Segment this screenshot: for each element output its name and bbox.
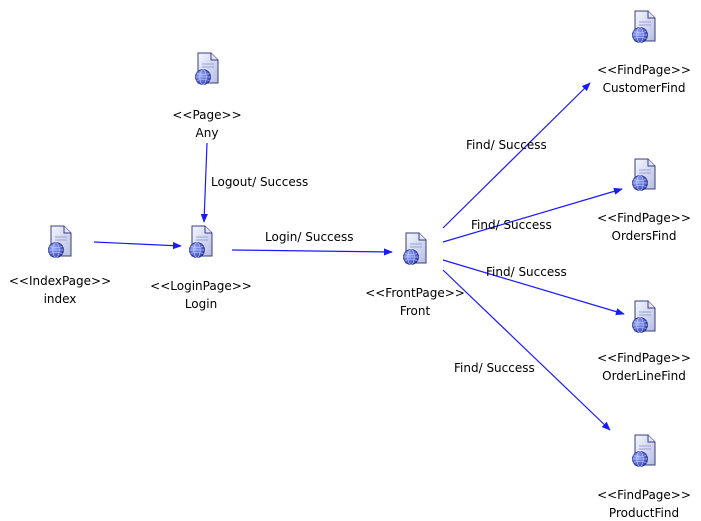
node-name-orderlinefind: OrderLineFind [602,369,686,383]
node-stereotype-customerfind: <<FindPage>> [597,63,691,77]
web-page-globe-icon[interactable] [632,158,656,191]
web-page-globe-icon[interactable] [632,434,656,467]
edge-label-any-login: Logout/ Success [211,175,308,189]
web-page-globe-icon[interactable] [403,232,427,265]
node-name-any: Any [196,126,219,140]
node-name-customerfind: CustomerFind [603,81,686,95]
node-front[interactable]: <<FrontPage>> Front [365,232,465,318]
node-name-front: Front [400,304,431,318]
node-name-productfind: ProductFind [609,506,679,520]
edge-login-front[interactable]: Login/ Success [231,230,393,256]
node-any[interactable]: <<Page>> Any [172,52,242,140]
edge-line-front-orderlinefind[interactable] [442,259,625,316]
node-name-ordersfind: OrdersFind [612,229,677,243]
edge-any-login[interactable]: Logout/ Success [200,142,308,223]
edge-label-login-front: Login/ Success [265,230,354,244]
edge-label-front-ordersfind: Find/ Success [471,218,552,232]
node-stereotype-productfind: <<FindPage>> [597,488,691,502]
edge-line-front-customerfind[interactable] [442,82,591,229]
node-stereotype-index: <<IndexPage>> [9,274,111,288]
edge-label-front-orderlinefind: Find/ Success [486,265,567,279]
edge-line-login-front[interactable] [231,248,393,256]
node-index[interactable]: <<IndexPage>> index [9,225,111,306]
node-customerfind[interactable]: <<FindPage>> CustomerFind [597,10,691,95]
node-orderlinefind[interactable]: <<FindPage>> OrderLineFind [597,300,691,383]
node-ordersfind[interactable]: <<FindPage>> OrdersFind [597,158,691,243]
web-page-globe-icon[interactable] [632,10,656,43]
node-stereotype-ordersfind: <<FindPage>> [597,211,691,225]
web-page-globe-icon[interactable] [195,52,219,85]
node-stereotype-front: <<FrontPage>> [365,286,465,300]
node-name-index: index [44,292,77,306]
web-page-globe-icon[interactable] [189,225,213,258]
edge-line-front-ordersfind[interactable] [442,187,623,243]
web-page-globe-icon[interactable] [48,225,72,258]
edge-line-any-login[interactable] [200,142,208,223]
edge-front-orderlinefind[interactable]: Find/ Success [442,259,625,316]
nodes-layer: <<Page>> Any <<IndexPage>> index <<LoginPage… [9,10,691,520]
node-productfind[interactable]: <<FindPage>> ProductFind [597,434,691,520]
edge-index-login[interactable] [93,241,182,250]
edge-label-front-customerfind: Find/ Success [466,138,547,152]
node-stereotype-orderlinefind: <<FindPage>> [597,351,691,365]
edge-line-index-login[interactable] [93,241,182,250]
node-stereotype-login: <<LoginPage>> [150,279,252,293]
node-stereotype-any: <<Page>> [172,108,241,122]
web-page-globe-icon[interactable] [632,300,656,333]
edge-front-customerfind[interactable]: Find/ Success [442,82,591,229]
edge-front-productfind[interactable]: Find/ Success [442,269,611,431]
edge-front-ordersfind[interactable]: Find/ Success [442,187,623,243]
node-login[interactable]: <<LoginPage>> Login [150,225,252,311]
edge-line-front-productfind[interactable] [442,269,611,431]
edge-label-front-productfind: Find/ Success [454,361,535,375]
node-name-login: Login [185,297,217,311]
